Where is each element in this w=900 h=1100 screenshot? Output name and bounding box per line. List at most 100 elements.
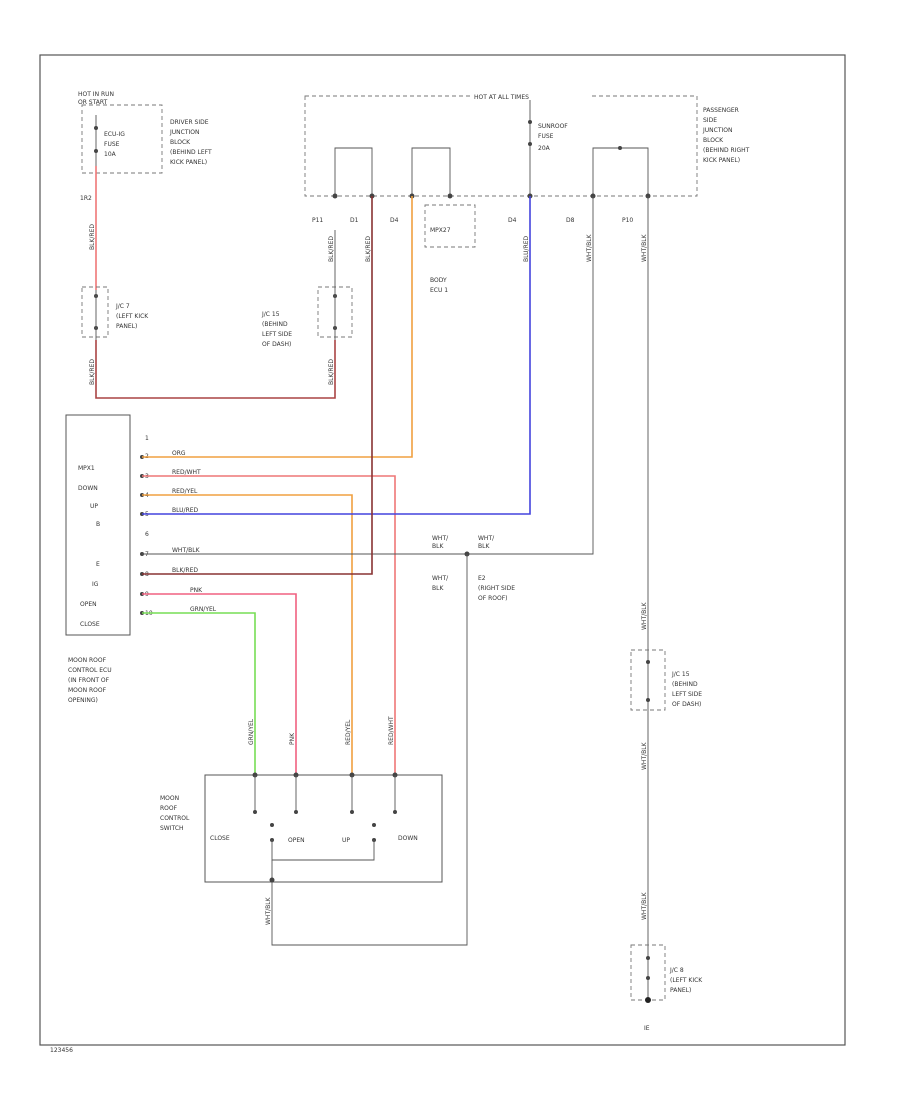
jc15-label: J/C 15 [261,311,280,318]
ecu-pin-number: 7 [145,551,149,558]
ground-wire-label: WHT/ [432,535,449,542]
ground-wire-label: BLK [432,585,444,592]
passenger-block-desc: SIDE [703,117,717,124]
wire-switch-ground [271,554,468,946]
ground-e2: WHT/ BLK WHT/ BLK WHT/ BLK E2 (RIGHT SID… [432,535,515,602]
passenger-block-outline [304,95,698,197]
junction-jc15-right: J/C 15 (BEHIND LEFT SIDE OF DASH) [630,649,702,711]
wire-label-wht-blk: WHT/BLK [641,233,648,262]
switch-open-label: OPEN [288,837,305,844]
driver-block-outline [81,104,163,174]
switch-wire-label: PNK [289,732,296,745]
switch-close-label: CLOSE [210,835,230,842]
wire-pnk [142,593,297,775]
ecu-name: CONTROL ECU [68,667,112,674]
switch-wire-label: GRN/YEL [248,718,255,745]
wire-label-blk-red: BLK/RED [365,236,372,262]
connector-1r2: 1R2 [80,195,92,202]
jc7-label: (LEFT KICK [116,313,149,320]
ecu-name: (IN FRONT OF [68,677,110,684]
hot-in-run-label: HOT IN RUN [78,91,114,98]
ecu-terminal-label: IG [92,581,99,588]
fuse-label: FUSE [104,141,120,148]
e2-label: E2 [478,575,486,582]
ecu-pin-number: 1 [145,435,149,442]
wire-label-wht-blk: WHT/BLK [641,891,648,920]
ecu-terminal-label: E [96,561,100,568]
junction-jc15-left: J/C 15 (BEHIND LEFT SIDE OF DASH) [261,230,353,348]
ecu-pin-number: 6 [145,531,149,538]
switch-name: ROOF [160,805,178,812]
wire-label-blk-red: BLK/RED [89,359,96,385]
ground-ie-label: IE [644,1025,650,1032]
ecu-outline [65,414,131,636]
ecu-name: MOON ROOF [68,687,107,694]
jc15-label: (BEHIND [262,321,288,328]
ground-symbol [645,997,651,1003]
jc8-label: PANEL) [670,987,691,994]
moon-roof-control-switch: MOON ROOF CONTROL SWITCH CLOSE OPEN UP D… [160,772,443,883]
passenger-block-desc: BLOCK [703,137,724,144]
e2-label: (RIGHT SIDE [478,585,515,592]
wire-label-blu-red: BLU/RED [523,235,530,262]
wire-blk-red-link [95,340,336,399]
switch-down-label: DOWN [398,835,418,842]
ecu-terminal-label: DOWN [78,485,98,492]
pin-label: D1 [350,217,359,224]
switch-up-label: UP [342,837,350,844]
ecu-terminal-label: MPX1 [78,465,95,472]
passenger-block-desc: PASSENGER [703,107,739,114]
or-start-label: OR START [78,99,108,106]
wire-label-blk-red: BLK/RED [328,359,335,385]
pin-label: P11 [312,217,323,224]
pin-label: D4 [508,217,517,224]
ground-wire-label: BLK [478,543,490,550]
ecu-terminal-label: B [96,521,100,528]
wire-label-org: ORG [172,450,186,457]
switch-outline [204,774,443,883]
driver-block-desc: (BEHIND LEFT [170,149,212,156]
junction-jc7: J/C 7 (LEFT KICK PANEL) [81,286,149,340]
driver-junction-block: HOT IN RUN OR START ECU-IG FUSE 10A DRIV… [78,91,212,202]
jc15r-label: LEFT SIDE [672,691,702,698]
ecu-ig-fuse-label: ECU-IG [104,131,125,138]
body-ecu-pin-labels: P11 D1 D4 D4 D8 P10 [312,217,633,224]
switch-name: SWITCH [160,825,184,832]
fuse-label: FUSE [538,133,554,140]
wire-label-blk-red: BLK/RED [172,567,198,574]
wire-label-blk-red: BLK/RED [328,236,335,262]
fuse-rating-10a: 10A [104,151,117,158]
switch-name: MOON [160,795,179,802]
ecu-terminal-label: OPEN [80,601,97,608]
pin-label: P10 [622,217,633,224]
driver-block-desc: BLOCK [170,139,191,146]
wire-label-blk-red: BLK/RED [89,224,96,250]
wire-label-wht-blk: WHT/BLK [586,233,593,262]
passenger-junction-block: HOT AT ALL TIMES SUNROOF FUSE 20A PASSEN… [304,92,750,197]
body-ecu-label: ECU 1 [430,287,448,294]
body-ecu-internal: MPX27 BODY ECU 1 [334,147,476,294]
e2-label: OF ROOF) [478,595,508,602]
wire-label-wht-blk: WHT/BLK [641,601,648,630]
jc15r-label: OF DASH) [672,701,701,708]
pin-label: D4 [390,217,399,224]
wire-grn-yel [142,612,256,775]
wire-blk-red [142,196,373,575]
mpx27-label: MPX27 [430,227,451,234]
jc15-label: LEFT SIDE [262,331,292,338]
switch-wire-label: WHT/BLK [265,896,272,925]
jc8-label: J/C 8 [669,967,684,974]
switch-wire-label: RED/YEL [345,719,352,745]
passenger-block-desc: (BEHIND RIGHT [703,147,750,154]
ground-wire-label: BLK [432,543,444,550]
wire-label-wht-blk: WHT/BLK [641,741,648,770]
wire-label-grn-yel: GRN/YEL [190,606,217,613]
wire-blu-red [142,196,531,515]
driver-block-desc: DRIVER SIDE [170,119,209,126]
diagram-border [39,54,846,1046]
wire-wht-blk [142,196,594,555]
driver-block-desc: KICK PANEL) [170,159,207,166]
sunroof-fuse-label: SUNROOF [538,123,568,130]
